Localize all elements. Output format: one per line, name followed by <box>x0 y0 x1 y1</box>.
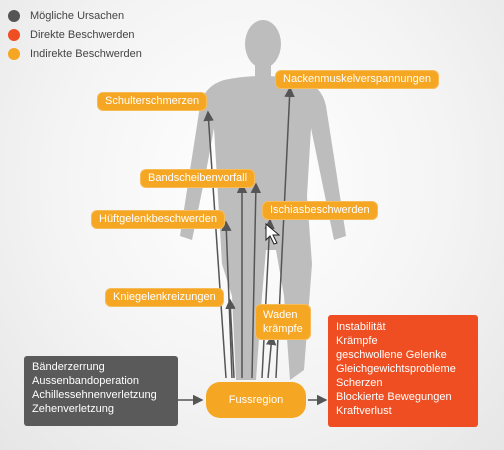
direct-item: Blockierte Bewegungen <box>336 391 452 403</box>
tag-disc: Bandscheibenvorfall <box>140 169 256 188</box>
direct-item: Kraftverlust <box>336 405 392 417</box>
arrow-to-shoulder <box>203 110 227 379</box>
causes-box: Bänderzerrung Aussenbandoperation Achill… <box>24 356 178 426</box>
tag-calf-line-2: krämpfe <box>263 323 303 335</box>
direct-item: geschwollene Gelenke <box>336 349 447 361</box>
direct-item: Scherzen <box>336 377 383 389</box>
tag-knee: Kniegelenkreizungen <box>105 288 224 307</box>
legend-label-causes: Mögliche Ursachen <box>30 9 125 22</box>
tag-calf: Waden krämpfe <box>255 304 311 340</box>
direct-item: Gleichgewichtsprobleme <box>336 363 456 375</box>
tag-hip: Hüftgelenkbeschwerden <box>91 210 226 229</box>
cause-item: Aussenbandoperation <box>32 375 140 387</box>
legend-item-causes: Mögliche Ursachen <box>8 6 142 25</box>
legend-label-indirect: Indirekte Beschwerden <box>30 47 142 60</box>
direct-complaints-box: Instabilität Krämpfe geschwollene Gelenk… <box>328 315 478 427</box>
arrow-to-sciatica <box>261 218 275 379</box>
legend-label-direct: Direkte Beschwerden <box>30 28 135 41</box>
tag-sciatica: Ischiasbeschwerden <box>262 201 378 220</box>
legend-dot-causes <box>8 9 20 22</box>
arrow-to-hip <box>221 220 233 379</box>
tag-neck: Nackenmuskelverspannungen <box>275 70 439 89</box>
legend-item-indirect: Indirekte Beschwerden <box>8 44 142 63</box>
legend-dot-indirect <box>8 47 20 60</box>
cause-item: Zehenverletzung <box>32 403 114 415</box>
arrow-to-disc-2 <box>250 182 262 379</box>
foot-region-node: Fussregion <box>206 382 306 418</box>
arrow-to-calf <box>265 334 277 379</box>
cause-item: Bänderzerrung <box>32 361 105 373</box>
direct-item: Krämpfe <box>336 335 378 347</box>
mouse-pointer-icon <box>265 222 281 245</box>
tag-calf-line-1: Waden <box>263 309 298 321</box>
legend: Mögliche Ursachen Direkte Beschwerden In… <box>8 6 142 63</box>
tag-shoulder: Schulterschmerzen <box>97 92 208 111</box>
cause-item: Achillessehnenverletzung <box>32 389 157 401</box>
legend-item-direct: Direkte Beschwerden <box>8 25 142 44</box>
arrow-to-knee <box>225 298 236 379</box>
legend-dot-direct <box>8 28 20 41</box>
direct-item: Instabilität <box>336 321 386 333</box>
